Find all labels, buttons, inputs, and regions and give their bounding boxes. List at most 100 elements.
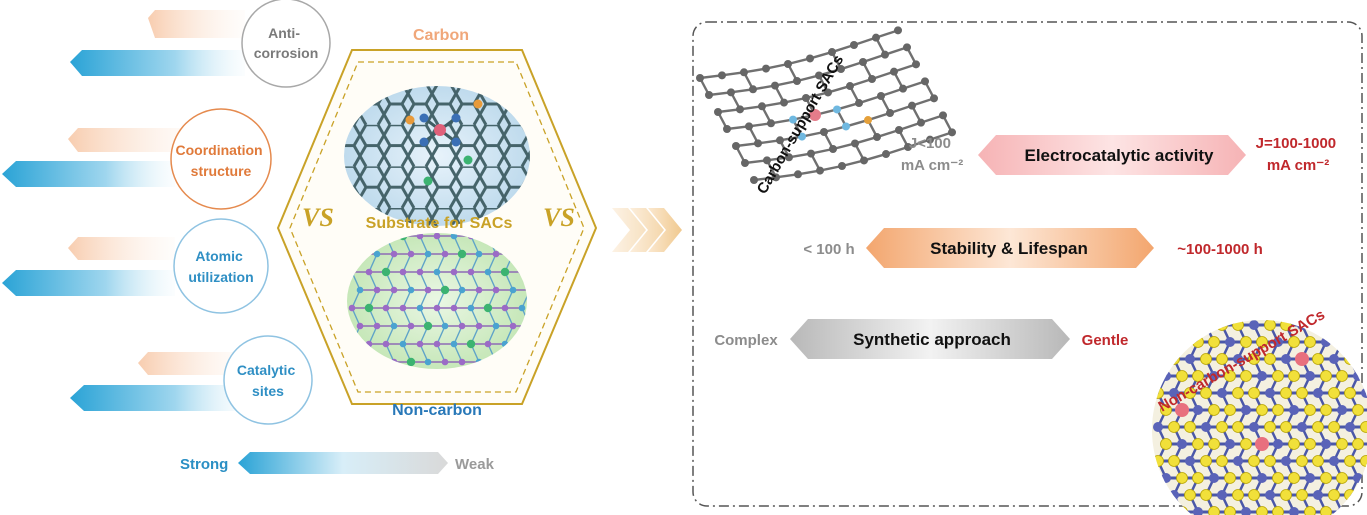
lattice-atom: [356, 286, 364, 294]
graphene-atom: [894, 26, 902, 35]
sphere-atom: [1304, 336, 1316, 348]
sphere-atom: [1216, 353, 1228, 365]
lattice-atom: [475, 286, 483, 294]
sphere-atom: [1225, 439, 1235, 449]
graphene-atom: [820, 127, 828, 136]
strength-legend: Strong Weak: [180, 452, 495, 474]
sphere-atom: [1281, 456, 1291, 466]
lattice-atom: [416, 268, 424, 276]
graphene-atom: [815, 71, 823, 80]
criteria-label-line: Coordination: [176, 142, 263, 158]
svg-text:J=100-1000 mA cm⁻²: J=100-1000 mA cm⁻²: [1256, 135, 1341, 174]
lattice-atom: [424, 250, 432, 258]
graphene-atom: [912, 60, 920, 69]
lattice-atom: [458, 358, 466, 366]
sphere-atom: [1257, 473, 1267, 483]
graphene-atom: [727, 88, 735, 97]
right-value-line: J=100-1000: [1256, 135, 1337, 152]
lattice-atom: [373, 250, 381, 258]
graphene-atom: [899, 84, 907, 93]
sphere-atom: [1336, 370, 1348, 382]
hexagon-inner: [289, 61, 585, 393]
graphene-atom: [758, 102, 766, 111]
sphere-atom: [1153, 422, 1163, 432]
graphene-atom: [877, 92, 885, 101]
sphere-atom: [1344, 455, 1356, 467]
sphere-atom: [1313, 490, 1323, 500]
graphene-atom: [838, 161, 846, 170]
svg-text:Catalytic sites: Catalytic sites: [237, 362, 299, 399]
lattice-atom: [424, 358, 432, 366]
graphene-atom: [872, 33, 880, 42]
sphere-atom: [1265, 490, 1275, 500]
graphene-atom: [767, 119, 775, 128]
graphene-atom: [750, 176, 758, 184]
left-value-line: J<100: [909, 135, 951, 152]
sphere-atom: [1216, 421, 1228, 433]
transition-chevrons: [612, 208, 682, 252]
lattice-atom: [433, 268, 441, 276]
criteria-label-line: corrosion: [254, 45, 319, 61]
graphene-atom: [824, 88, 832, 97]
sphere-atom: [1177, 439, 1187, 449]
graphene-atom: [798, 132, 806, 141]
graphene-atom: [714, 108, 722, 116]
lattice-atom: [381, 267, 391, 277]
sphere-atom: [1320, 370, 1332, 382]
lattice-atom: [492, 286, 500, 294]
sphere-atom: [1313, 388, 1323, 398]
lattice-atom: [399, 304, 407, 312]
lattice-atom: [457, 249, 467, 259]
sphere-atom: [1233, 456, 1243, 466]
graphene-atom: [785, 153, 793, 162]
noncarbon-arrow: [2, 270, 175, 296]
lattice-atom: [492, 322, 500, 330]
sphere-atom: [1160, 506, 1172, 515]
sphere-atom: [1160, 404, 1172, 416]
graphene-atom: [771, 81, 779, 90]
graphene-atom: [846, 82, 854, 91]
single-atom-site: [405, 99, 483, 186]
sphere-atom: [1240, 438, 1252, 450]
graphene-atom: [908, 101, 916, 110]
lattice-atom: [475, 250, 483, 258]
sphere-atom: [1304, 506, 1316, 515]
graphene-atom: [793, 76, 801, 85]
chevron-arrow: [630, 208, 664, 252]
sphere-atom: [1312, 353, 1324, 365]
sphere-atom: [1240, 472, 1252, 484]
lattice-atom: [450, 268, 458, 276]
graphene-atom: [903, 43, 911, 52]
sphere-atom: [1295, 352, 1309, 366]
graphene-atom: [732, 142, 740, 150]
graphene-atom: [837, 65, 845, 74]
graphene-atom: [807, 149, 815, 158]
criteria-circle: [223, 335, 313, 425]
svg-text:Atomic utilization: Atomic utilization: [188, 248, 253, 285]
sphere-atom: [1305, 473, 1315, 483]
row-label: Electrocatalytic activity: [1025, 146, 1215, 165]
graphene-atom: [873, 133, 881, 142]
substrate-label: Substrate for SACs: [366, 215, 513, 232]
lattice-atom: [501, 304, 509, 312]
lattice-atom: [500, 267, 510, 277]
lattice-atom: [518, 304, 526, 312]
lattice-atom: [467, 268, 475, 276]
sphere-atom: [1160, 438, 1172, 450]
lattice-atom: [423, 321, 433, 331]
sphere-atom: [1265, 388, 1275, 398]
svg-text:J<100 mA cm⁻²: J<100 mA cm⁻²: [901, 135, 963, 174]
graphene-atom: [754, 139, 762, 148]
carbon-label: Carbon: [413, 27, 469, 44]
sphere-atom: [1185, 456, 1195, 466]
graphene-atom: [829, 144, 837, 153]
sphere-atom: [1224, 506, 1236, 515]
lattice-atom: [450, 340, 458, 348]
sphere-atom: [1288, 370, 1300, 382]
sphere-atom: [1272, 506, 1284, 515]
sphere-atom: [1272, 370, 1284, 382]
sphere-atom: [1304, 438, 1316, 450]
sphere-atom: [1240, 370, 1252, 382]
graphene-atom: [939, 111, 947, 120]
lattice-atom: [424, 286, 432, 294]
